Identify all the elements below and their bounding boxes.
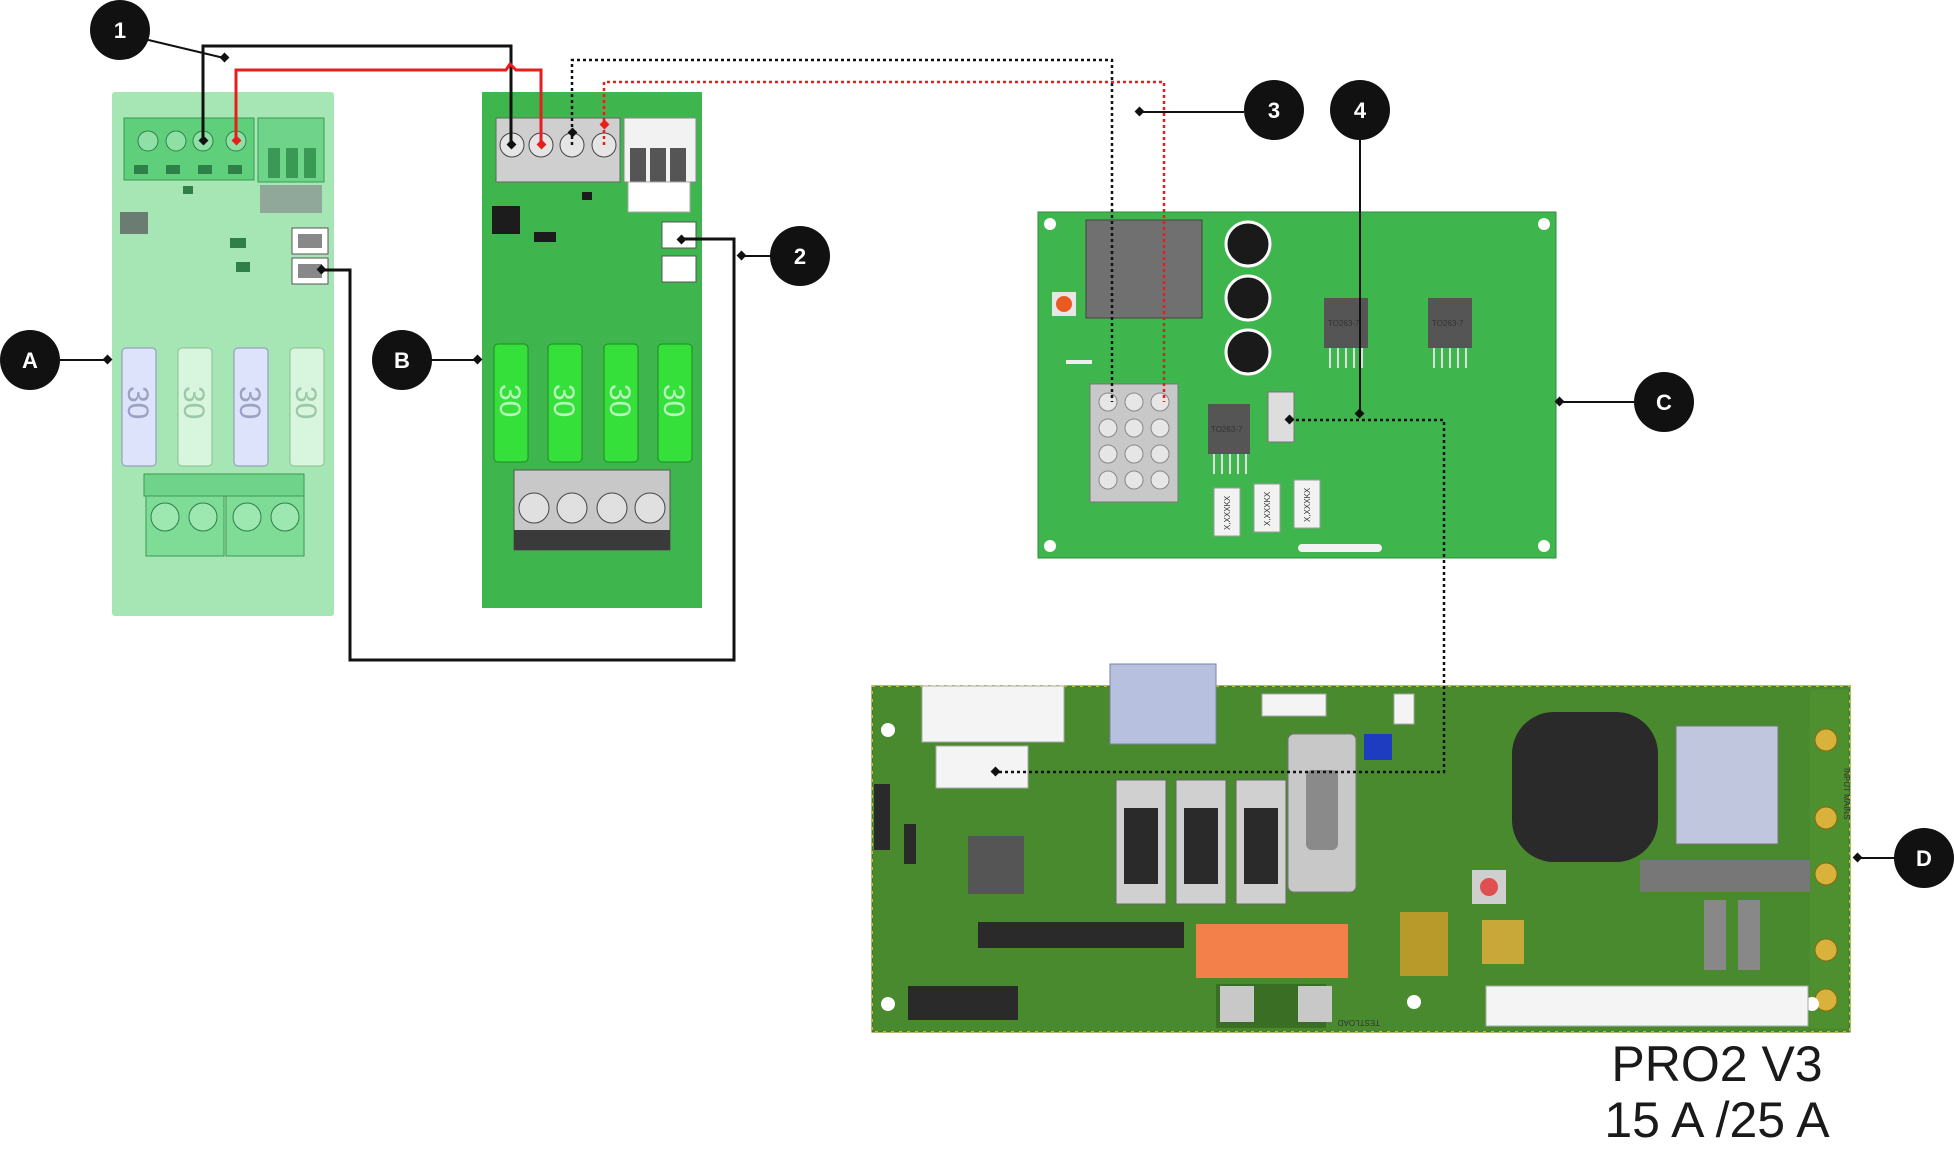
board-c-ic-2-label: TO263-7 [1432,319,1464,328]
board-c-capacitor-1 [1224,220,1272,268]
board-b-fuse-2 [547,343,583,463]
board-c-ic-3 [1208,404,1250,454]
board-d-bottom-connector [1485,985,1809,1027]
callout-badges: 1 2 3 4 A B C D [0,0,1954,888]
board-c-ic-3-label: TO263-7 [1211,425,1243,434]
board-b-fuse-4 [657,343,693,463]
callout-4-badge [1330,80,1390,140]
board-c: TO263-7 TO263-7 TO263-7 X,XXXKX X [1037,211,1557,559]
model-name: PRO2 V3 [1611,1036,1823,1092]
board-a-fuse-2-label: 30 [177,386,210,419]
board-a-fuse-1 [121,347,157,467]
leader-tips [102,52,1863,863]
wire-1-black [201,44,513,145]
callout-1-label: 1 [114,18,126,43]
wire-1-red [234,61,543,145]
board-d-dip-switch [908,986,1018,1020]
callout-2-label: 2 [794,244,806,269]
wire-4-dotted-black [996,418,1446,774]
wire-2-black [322,237,736,662]
board-d-top-connector-2 [935,745,1029,789]
board-a-fuse-4-label: 30 [289,386,322,419]
board-d-testload-label: TESTLOAD [1338,1018,1380,1027]
callout-c-badge [1634,372,1694,432]
callout-c-label: C [1656,390,1672,415]
board-b-fuse-1-label: 30 [493,384,526,417]
board-d-mcu [968,836,1024,894]
callout-4-label: 4 [1354,98,1367,123]
callout-b-badge [372,330,432,390]
callout-3-label: 3 [1268,98,1280,123]
model-current-rating: 15 A /25 A [1604,1092,1830,1148]
board-d-input-mains-label: INPUT MAINS [1842,768,1851,819]
model-caption: PRO2 V3 15 A /25 A [1582,1036,1852,1148]
callout-d-label: D [1916,846,1932,871]
board-c-resistor-1 [1213,487,1241,537]
board-c-ic-1-label: TO263-7 [1328,319,1360,328]
board-d-large-capacitor [1512,712,1658,862]
callout-b-label: B [394,348,410,373]
board-d-relay [1196,924,1348,978]
board-a-fuse-2 [177,347,213,467]
board-b-fuse-3-label: 30 [603,384,636,417]
board-b-fuse-3 [603,343,639,463]
board-d-power-connector [1675,725,1779,845]
board-c-capacitor-2 [1224,274,1272,322]
board-a-fuse-3-label: 30 [233,386,266,419]
callout-1-badge [90,0,150,60]
callout-2-badge [770,226,830,286]
board-b: 30 30 30 30 [482,92,702,608]
board-c-capacitor-3 [1224,328,1272,376]
board-d-lavender-connector [1109,663,1217,745]
board-c-ic-2 [1428,298,1472,348]
board-d: INPUT MAINS TESTLOAD [871,663,1851,1033]
board-d-blue-switch [1364,734,1392,760]
board-c-resistor-2-label: X,XXXKX [1263,491,1272,526]
wire-3-dotted-red [602,80,1166,402]
board-c-resistor-1-label: X,XXXKX [1223,495,1232,530]
board-c-transformer [1085,219,1203,319]
board-c-resistor-2 [1253,483,1281,533]
callout-1-leader [139,37,225,59]
board-d-top-connector-1 [921,685,1065,743]
callout-a-label: A [22,348,38,373]
board-c-resistor-3-label: X,XXXKX [1303,487,1312,522]
board-d-pin-header [978,922,1184,948]
wire-3-dotted-black [570,58,1114,402]
board-a: 30 30 30 30 [112,92,334,616]
callout-d-badge [1894,828,1954,888]
board-b-fuse-4-label: 30 [657,384,690,417]
board-a-fuse-1-label: 30 [121,386,154,419]
callout-3-badge [1244,80,1304,140]
board-c-resistor-3 [1293,479,1321,529]
board-b-fuse-1 [493,343,529,463]
board-a-fuse-3 [233,347,269,467]
board-a-fuse-4 [289,347,325,467]
wires [139,37,1446,774]
callout-a-badge [0,330,60,390]
board-b-fuse-2-label: 30 [547,384,580,417]
board-a-bottom-terminal [143,473,305,497]
board-b-connector-2 [661,255,697,283]
board-b-connector-1 [661,221,697,249]
